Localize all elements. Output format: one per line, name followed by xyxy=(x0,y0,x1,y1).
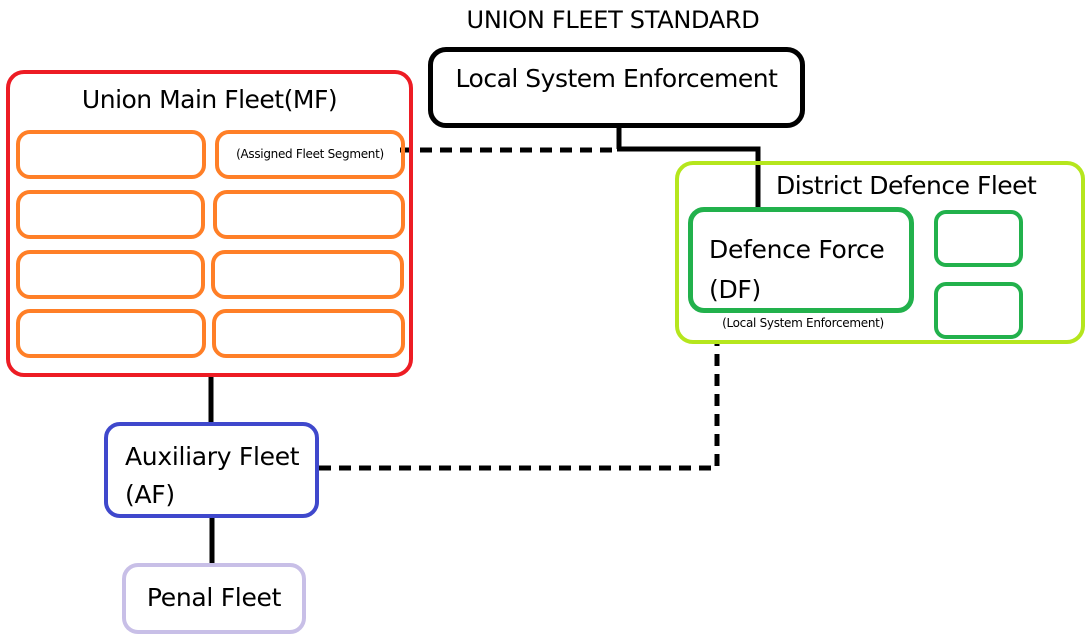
label-line-1: Defence Force xyxy=(709,235,885,264)
label-line-2: (AF) xyxy=(125,480,175,509)
node-label: District Defence Fleet xyxy=(776,171,1037,200)
edge-af-to-ddf xyxy=(319,344,720,471)
node-label: Defence Force (DF) xyxy=(709,230,885,310)
node-label: Union Main Fleet(MF) xyxy=(81,85,338,114)
node-label: Local System Enforcement xyxy=(455,64,778,93)
diagram-title: UNION FLEET STANDARD xyxy=(466,6,760,34)
fleet-segment[interactable] xyxy=(16,190,205,239)
fleet-segment[interactable] xyxy=(211,250,404,299)
district-sub-unit[interactable] xyxy=(934,282,1023,339)
defence-force-sublabel: (Local System Enforcement) xyxy=(722,316,884,330)
fleet-segment-assigned[interactable]: (Assigned Fleet Segment) xyxy=(215,130,405,179)
label-line-1: Auxiliary Fleet xyxy=(125,442,300,471)
label-line-2: (DF) xyxy=(709,275,761,304)
node-label: Auxiliary Fleet (AF) xyxy=(125,438,300,514)
node-union-main-fleet[interactable]: Union Main Fleet(MF) xyxy=(6,70,413,377)
fleet-segment[interactable] xyxy=(16,309,206,358)
segment-label: (Assigned Fleet Segment) xyxy=(236,147,384,161)
fleet-segment[interactable] xyxy=(16,130,206,179)
node-district-defence-fleet[interactable]: District Defence Fleet xyxy=(675,161,1085,344)
node-auxiliary-fleet[interactable]: Auxiliary Fleet (AF) xyxy=(104,422,319,518)
fleet-segment[interactable] xyxy=(213,190,405,239)
edge-lse-to-defence-force xyxy=(617,146,761,207)
district-sub-unit[interactable] xyxy=(934,210,1023,267)
fleet-segment[interactable] xyxy=(212,309,405,358)
node-local-system-enforcement[interactable]: Local System Enforcement xyxy=(428,47,805,128)
node-defence-force[interactable]: Defence Force (DF) xyxy=(688,207,914,313)
node-label: Penal Fleet xyxy=(146,583,282,612)
fleet-segment[interactable] xyxy=(16,250,205,299)
node-penal-fleet[interactable]: Penal Fleet xyxy=(122,563,306,634)
